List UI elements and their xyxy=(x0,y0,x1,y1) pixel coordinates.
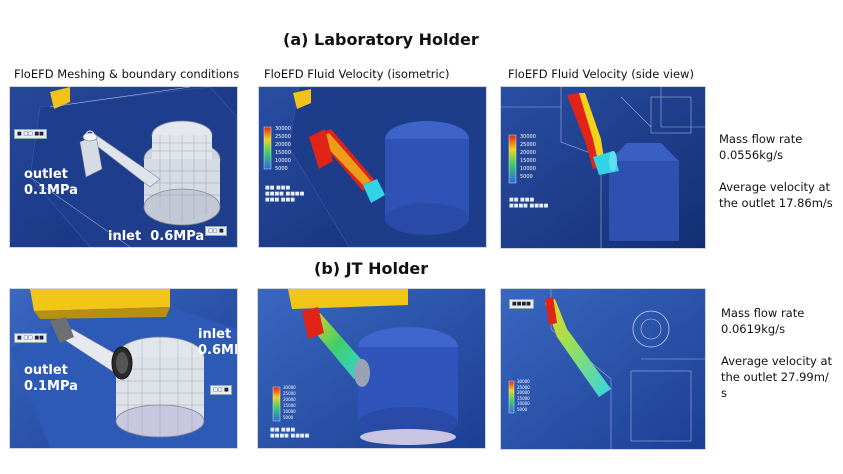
jt-inlet-name: inlet xyxy=(198,327,232,342)
lab-iso-legend-tick-4: 15000 xyxy=(275,150,291,156)
jt-inlet-label: inlet 0.6MPa xyxy=(198,327,237,359)
lab-iso-legend-caption: ■■ ■■■■■■■ ■■■■■■■ ■■■ xyxy=(265,185,305,203)
lab-avg-velocity-line2: the outlet 17.86m/s xyxy=(719,196,833,210)
jt-side-legend-labels: 30000 25000 20000 15000 10000 5000 xyxy=(517,379,530,412)
jt-outlet-name: outlet xyxy=(24,363,68,378)
jt-side-legend-tick-6: 5000 xyxy=(517,406,528,412)
lab-velocity-iso-panel: 30000 25000 20000 15000 10000 5000 ■■ ■■… xyxy=(258,86,487,248)
lab-outlet-pressure: 0.1MPa xyxy=(24,183,78,198)
lab-iso-legend-tick-3: 20000 xyxy=(275,142,291,148)
lab-side-legend-tick-5: 10000 xyxy=(520,166,536,172)
jt-side-legend-tick-2: 25000 xyxy=(517,384,530,390)
jt-side-boundary-tag: ■■■■ xyxy=(509,299,534,309)
jt-results-note: Mass flow rate 0.0619kg/s Average veloci… xyxy=(721,305,832,401)
column-title-meshing: FloEFD Meshing & boundary conditions xyxy=(14,67,240,81)
lab-mass-flow-value: 0.0556kg/s xyxy=(719,148,784,162)
lab-iso-legend-labels: 30000 25000 20000 15000 10000 5000 xyxy=(275,125,291,173)
jt-iso-legend-tick-4: 15000 xyxy=(283,403,296,408)
lab-mass-flow-label: Mass flow rate xyxy=(719,132,803,146)
jt-iso-legend-caption: ■■ ■■■■■■■ ■■■■ xyxy=(270,427,310,439)
section-title-jt-holder: (b) JT Holder xyxy=(314,259,429,278)
lab-velocity-side-panel: 30000 25000 20000 15000 10000 5000 ■■ ■■… xyxy=(500,86,706,249)
lab-side-legend-labels: 30000 25000 20000 15000 10000 5000 xyxy=(520,133,536,181)
column-title-velocity-isometric: FloEFD Fluid Velocity (isometric) xyxy=(264,67,450,81)
jt-side-legend-tick-5: 10000 xyxy=(517,401,530,406)
jt-velocity-side-figure xyxy=(501,289,705,449)
jt-velocity-side-panel: ■■■■ 30000 25000 20000 15000 10000 5000 xyxy=(500,288,706,450)
lab-velocity-side-figure xyxy=(501,87,705,248)
lab-outlet-name: outlet xyxy=(24,167,68,182)
jt-iso-legend-tick-5: 10000 xyxy=(283,409,296,414)
jt-mass-flow-value: 0.0619kg/s xyxy=(721,322,786,336)
jt-avg-velocity-line1: Average velocity at xyxy=(721,354,833,368)
lab-results-note: Mass flow rate 0.0556kg/s Average veloci… xyxy=(719,131,833,211)
jt-avg-velocity-line2: the outlet 27.99m/ xyxy=(721,370,829,384)
jt-mesh-boundary-tag-1: ■ □□ ■■ xyxy=(14,333,47,343)
lab-side-legend-tick-3: 20000 xyxy=(520,150,536,156)
lab-mesh-boundary-tag-2: □□ ■ xyxy=(205,226,227,236)
jt-mass-flow-label: Mass flow rate xyxy=(721,306,805,320)
jt-inlet-pressure: 0.6MPa xyxy=(198,343,237,358)
jt-iso-legend-tick-6: 5000 xyxy=(283,415,294,420)
lab-mesh-panel: ■ □□ ■■ □□ ■ outlet 0.1MPa inlet 0.6MPa xyxy=(9,86,238,248)
lab-iso-legend-tick-5: 10000 xyxy=(275,158,291,164)
lab-mesh-boundary-tag-1: ■ □□ ■■ xyxy=(14,129,47,139)
lab-side-legend-tick-4: 15000 xyxy=(520,158,536,164)
jt-mesh-boundary-tag-2: □□ ■ xyxy=(210,385,232,395)
jt-iso-legend-tick-2: 25000 xyxy=(283,391,296,396)
lab-iso-legend-tick-2: 25000 xyxy=(275,134,291,140)
jt-velocity-iso-figure xyxy=(258,289,485,448)
lab-outlet-label: outlet 0.1MPa xyxy=(24,167,78,199)
jt-mesh-figure xyxy=(10,289,237,448)
lab-side-legend-tick-1: 30000 xyxy=(520,134,536,140)
jt-avg-velocity-line3: s xyxy=(721,386,727,400)
section-title-laboratory-holder: (a) Laboratory Holder xyxy=(283,30,479,49)
lab-avg-velocity-line1: Average velocity at xyxy=(719,180,831,194)
jt-mesh-panel: ■ □□ ■■ □□ ■ inlet 0.6MPa outlet 0.1MPa xyxy=(9,288,238,449)
lab-side-legend-caption: ■■ ■■■■■■■ ■■■■ xyxy=(509,197,549,209)
jt-velocity-iso-panel: 30000 25000 20000 15000 10000 5000 ■■ ■■… xyxy=(257,288,486,449)
jt-outlet-pressure: 0.1MPa xyxy=(24,379,78,394)
jt-side-legend-tick-1: 30000 xyxy=(517,379,530,384)
jt-iso-legend-tick-1: 30000 xyxy=(283,385,296,390)
jt-side-legend-tick-3: 20000 xyxy=(517,390,530,395)
lab-side-legend-tick-2: 25000 xyxy=(520,142,536,148)
jt-outlet-label: outlet 0.1MPa xyxy=(24,363,78,395)
jt-side-legend-tick-4: 15000 xyxy=(517,395,530,401)
lab-iso-legend-tick-1: 30000 xyxy=(275,126,291,132)
lab-mesh-figure xyxy=(10,87,237,247)
column-title-velocity-side: FloEFD Fluid Velocity (side view) xyxy=(508,67,694,81)
lab-inlet-label: inlet 0.6MPa xyxy=(108,229,205,244)
jt-iso-legend-labels: 30000 25000 20000 15000 10000 5000 xyxy=(283,385,296,421)
jt-iso-legend-tick-3: 20000 xyxy=(283,397,296,402)
lab-side-legend-tick-6: 5000 xyxy=(520,174,533,180)
lab-velocity-iso-figure xyxy=(259,87,486,247)
lab-iso-legend-tick-6: 5000 xyxy=(275,166,288,172)
